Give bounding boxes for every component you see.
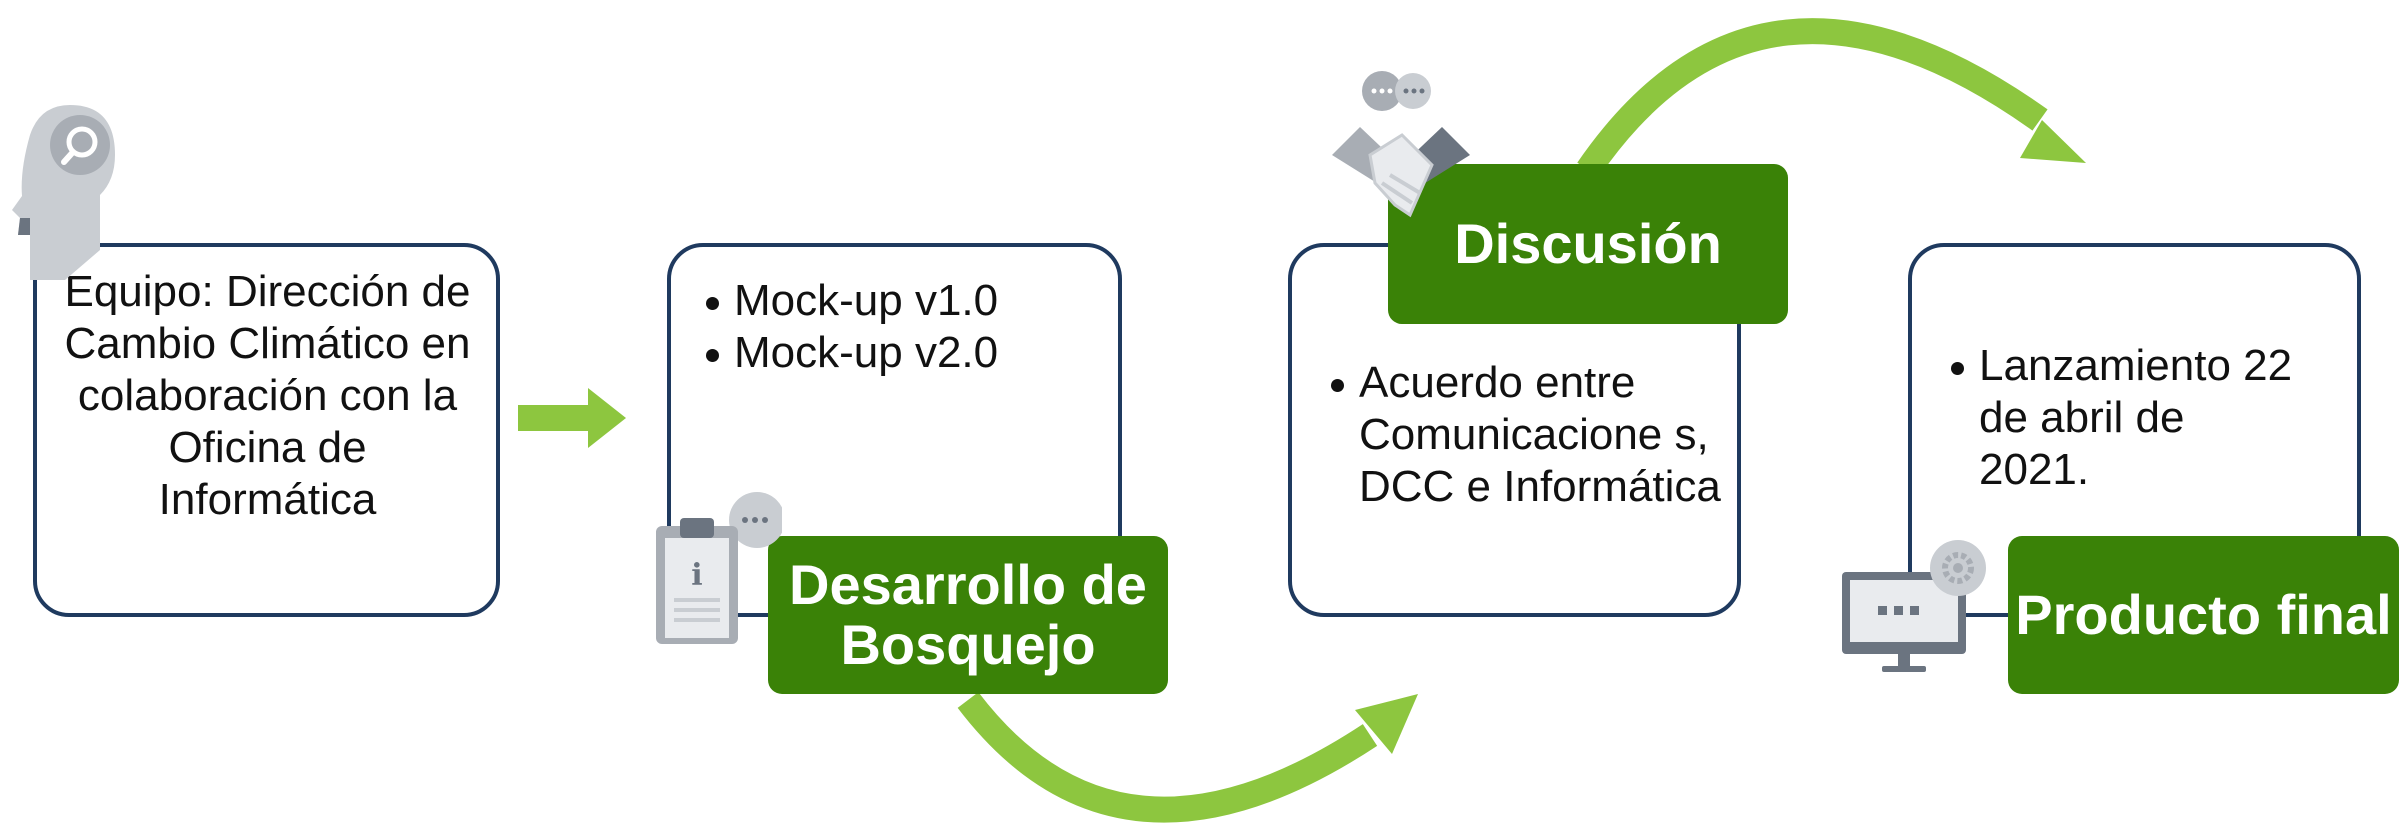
straight-arrow: [518, 388, 626, 448]
bullet-item: Mock-up v1.0: [700, 275, 1100, 327]
head-search-icon: [12, 105, 115, 280]
clipboard-info-icon: i: [656, 492, 782, 644]
handshake-icon: [1332, 71, 1470, 218]
bullet-item: Acuerdo entre Comunicacione s, DCC e Inf…: [1325, 357, 1730, 513]
bullet-item: Lanzamiento 22 de abril de 2021.: [1945, 340, 2305, 496]
discussion-label: Discusión: [1388, 164, 1788, 324]
bullet-item: Mock-up v2.0: [700, 327, 1100, 379]
team-box: [33, 243, 500, 617]
final-product-label: Producto final: [2008, 536, 2399, 694]
sketch-label: Desarrollo de Bosquejo: [768, 536, 1168, 694]
monitor-gear-icon: [1842, 540, 1986, 672]
bottom-curved-arrow: [957, 692, 1418, 823]
sketch-bullets: Mock-up v1.0 Mock-up v2.0: [700, 275, 1100, 379]
top-curved-arrow: [1577, 18, 2086, 178]
final-product-bullets: Lanzamiento 22 de abril de 2021.: [1945, 340, 2305, 496]
discussion-bullets: Acuerdo entre Comunicacione s, DCC e Inf…: [1325, 357, 1730, 513]
svg-text:i: i: [691, 558, 702, 593]
team-text: Equipo: Dirección de Cambio Climático en…: [64, 267, 471, 524]
